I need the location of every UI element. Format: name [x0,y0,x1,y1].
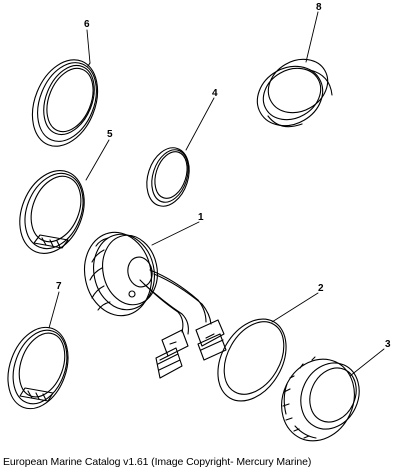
part-8-cap-ring [256,58,333,128]
leader-2 [271,292,319,323]
part-5-bezel-with-lens [19,170,85,254]
leader-1 [151,221,200,246]
part-7-bezel-with-lens-lower [7,326,69,410]
leader-8 [305,11,319,63]
callout-2: 2 [318,283,324,294]
leader-5 [85,139,110,181]
part-4-small-ring [146,147,190,207]
leader-3 [349,348,385,377]
image-caption: European Marine Catalog v1.61 (Image Cop… [3,456,312,468]
part-2-flat-gasket [217,318,287,402]
callout-1: 1 [198,212,204,223]
callout-7: 7 [56,281,62,292]
callout-4: 4 [212,88,218,99]
leader-lines [48,11,385,377]
leader-7 [48,291,60,329]
callout-labels: 6 8 4 5 1 7 2 3 [56,2,391,350]
leader-4 [185,97,215,151]
part-6-round-bezel [31,59,99,147]
part-3-threaded-nut [281,356,360,442]
callout-8: 8 [316,2,322,13]
part-1-gauge-body [84,231,227,379]
leader-6 [86,29,91,64]
callout-3: 3 [385,339,391,350]
callout-6: 6 [84,19,90,30]
callout-5: 5 [107,129,113,140]
